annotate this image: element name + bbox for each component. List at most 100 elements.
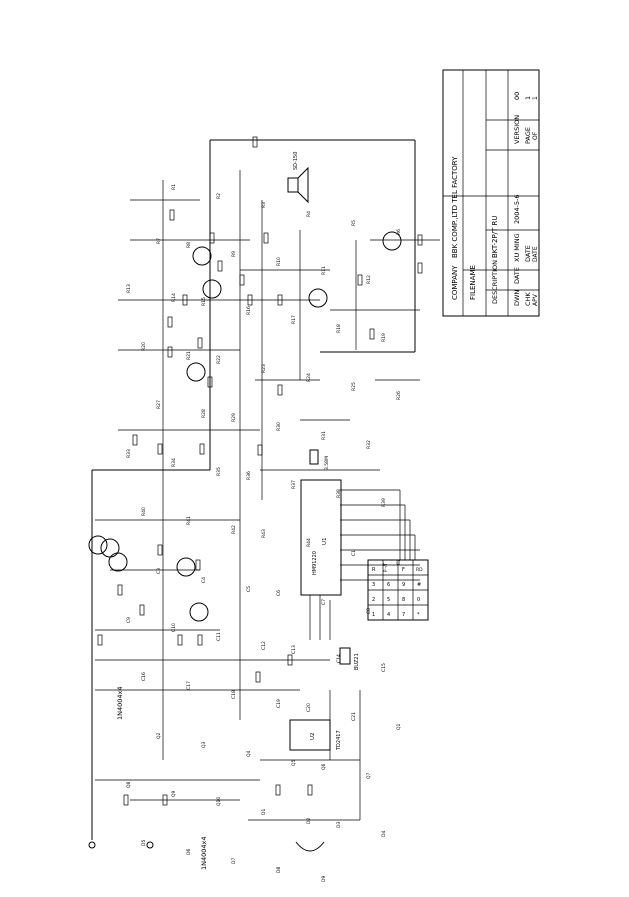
component-ref-label: Q3 [201,741,207,748]
resistor-symbol [247,294,253,306]
component-ref-label: R7 [156,238,162,244]
component-ref-label: D8 [276,867,282,873]
transistor-symbol [308,288,328,308]
resistor-symbol [417,262,423,274]
description-value: BKT-2P/T RU [491,215,499,258]
crystal-x1: 3.58M [309,449,330,470]
transistor-symbol [382,231,402,251]
component-ref-label: D9 [321,876,327,882]
component-ref-label: R28 [201,409,207,418]
resistor-symbol [255,671,261,683]
component-ref-label: C13 [291,645,297,654]
component-ref-label: C10 [171,623,177,632]
component-ref-label: C18 [231,690,237,699]
component-ref-label: Q10 [216,797,222,806]
buzzer-label: BUZ21 [354,653,360,670]
resistor-symbol [117,584,123,596]
transistor-symbol [88,535,108,555]
component-ref-label: R14 [171,293,177,302]
component-ref-label: R6 [396,229,402,235]
component-ref-label: R32 [366,440,372,449]
component-ref-label: R20 [141,342,147,351]
key-r: R [372,567,376,573]
component-ref-label: R30 [276,422,282,431]
resistor-symbol [252,136,258,148]
component-ref-label: R19 [381,333,387,342]
key-hash: # [417,582,421,588]
speaker: SD-150 [287,152,309,204]
resistor-symbol [157,443,163,455]
diode-note-top: 1N4004x4 [116,686,124,720]
resistor-symbol [182,294,188,306]
u2-label: U2 [310,732,316,740]
component-ref-label: R31 [321,431,327,440]
component-ref-label: R9 [231,251,237,257]
component-ref-label: D1 [261,809,267,815]
dwn-name: XU MING [513,233,521,262]
component-ref-label: R18 [336,324,342,333]
component-ref-label: C16 [141,672,147,681]
component-ref-label: R16 [246,306,252,315]
resistor-symbol [157,544,163,556]
resistor-symbol [139,604,145,616]
resistor-symbol [357,274,363,286]
of-value: 1 [532,96,539,100]
date-value: 2004-5-6 [513,194,521,224]
component-ref-label: C3 [156,568,162,574]
component-ref-label: R22 [216,355,222,364]
component-ref-label: C11 [216,632,222,641]
resistor-symbol [167,346,173,358]
date-label-1: DATE [513,267,521,284]
component-ref-label: D2 [306,818,312,824]
component-ref-label: R43 [261,529,267,538]
resistor-symbol [239,274,245,286]
component-ref-label: C8 [366,608,372,614]
component-ref-label: Q7 [366,772,372,779]
transistor-symbol [108,552,128,572]
resistor-symbol [257,444,263,456]
key-7: 7 [402,612,405,618]
component-ref-label: C7 [321,599,327,605]
component-ref-label: R8 [186,242,192,248]
apv-label: APV [532,293,539,306]
component-ref-label: C19 [276,699,282,708]
resistor-symbol [97,634,103,646]
u1-label: U1 [322,537,328,545]
resistor-symbol [417,234,423,246]
terminal-b [146,841,154,849]
resistor-symbol [162,794,168,806]
component-ref-label: R38 [336,489,342,498]
component-ref-label: R27 [156,400,162,409]
component-ref-label: D5 [141,840,147,846]
resistor-symbol [263,232,269,244]
component-ref-label: R15 [201,297,207,306]
component-ref-label: R2 [216,193,222,199]
component-ref-label: R40 [141,507,147,516]
u1-part: HM91220 [312,551,318,575]
component-ref-label: R24 [306,373,312,382]
resistor-symbol [217,260,223,272]
key-star: * [417,612,420,618]
version-value: 00 [513,92,521,100]
component-ref-label: R26 [396,391,402,400]
resistor-symbol [369,328,375,340]
component-ref-label: C9 [126,617,132,623]
component-ref-label: R37 [291,480,297,489]
component-ref-label: R17 [291,315,297,324]
component-ref-label: C1 [351,550,357,556]
transistor-symbol [202,279,222,299]
transistor-symbol [186,362,206,382]
component-ref-label: R35 [216,467,222,476]
chk-label: CHK [524,292,532,306]
company-name: BBK COMP.,LTD TEL FACTORY [451,156,459,258]
of-label: OF [532,131,539,140]
buzzer: BUZ21 [339,647,360,670]
filename-label: FILENAME [469,265,477,300]
component-ref-label: Q2 [156,732,162,739]
key-6: 6 [387,582,390,588]
resistor-symbol [177,634,183,646]
key-2: 2 [372,597,375,603]
